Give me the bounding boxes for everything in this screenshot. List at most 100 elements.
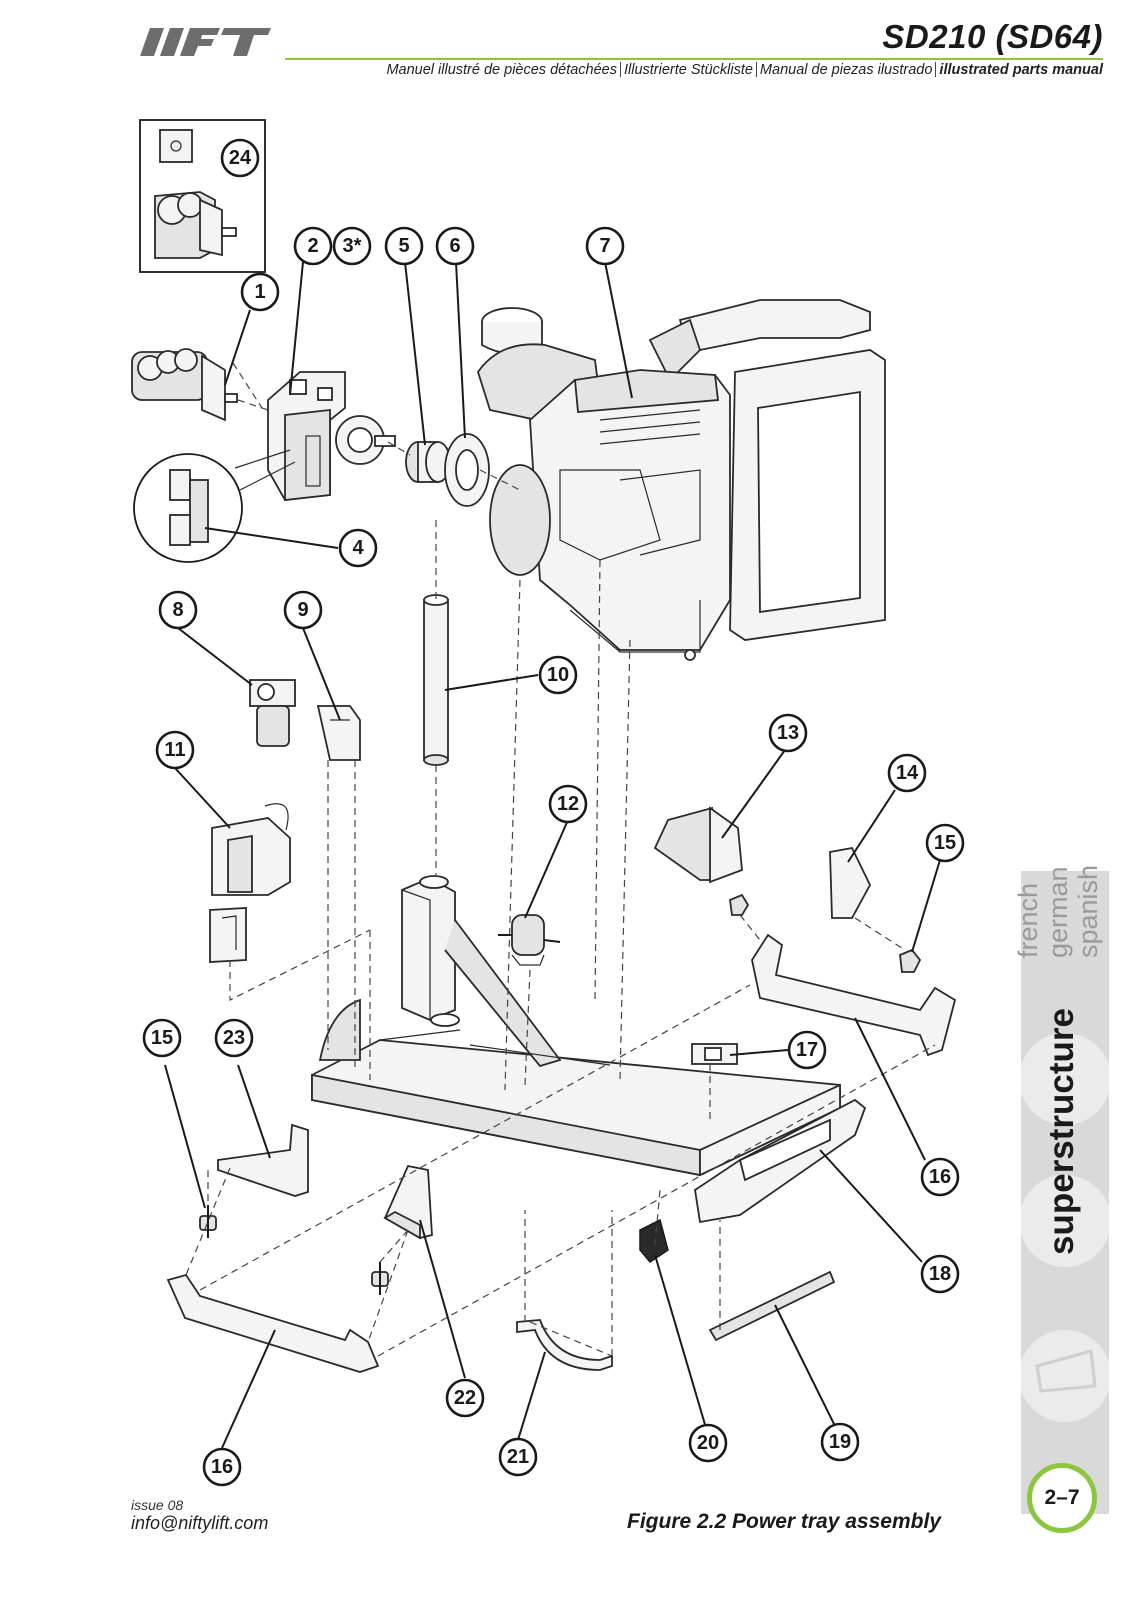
callout-13: 13 [768, 713, 808, 753]
callout-2: 2 [293, 226, 333, 266]
svg-text:23: 23 [223, 1027, 245, 1049]
callout-18: 18 [920, 1254, 960, 1294]
callout-11: 11 [155, 730, 195, 770]
svg-text:13: 13 [777, 722, 799, 744]
part-22-bracket [383, 1164, 433, 1240]
callout-10: 10 [538, 655, 578, 695]
language-labels: french german spanish [1013, 864, 1104, 958]
part-15-isolator-left [199, 1205, 217, 1238]
contact-email: info@niftylift.com [131, 1513, 269, 1533]
part-6-flange [444, 433, 490, 507]
subtitle-spanish: Manual de piezas ilustrado [759, 62, 933, 78]
part-15-isolator-mid [371, 1262, 389, 1295]
callout-19: 19 [820, 1422, 860, 1462]
part-24-pump-small [154, 129, 237, 259]
svg-text:15: 15 [151, 1027, 173, 1049]
callout-5: 5 [384, 226, 424, 266]
nifty-lift-logo [140, 28, 271, 56]
callout-6: 6 [435, 226, 475, 266]
svg-text:8: 8 [172, 599, 183, 621]
alignment-lines [185, 362, 936, 1357]
callout-16-right: 16 [920, 1157, 960, 1197]
callout-16-left: 16 [202, 1447, 242, 1487]
header-rule [285, 58, 1103, 60]
svg-text:4: 4 [352, 537, 364, 559]
part-7-engine [477, 299, 886, 661]
callout-15-left: 15 [142, 1018, 182, 1058]
page-number-badge: 2–7 [1027, 1463, 1097, 1533]
part-2-pump-block [267, 371, 396, 502]
svg-text:22: 22 [454, 1387, 476, 1409]
part-10-tube [423, 594, 449, 766]
issue-label: issue 08 [131, 1497, 184, 1513]
svg-text:10: 10 [547, 664, 569, 686]
svg-text:1: 1 [254, 281, 265, 303]
lang-french: french [1013, 882, 1043, 958]
callout-12: 12 [548, 784, 588, 824]
section-side-tab [1021, 871, 1109, 1514]
section-icons [1021, 1033, 1109, 1422]
callout-8: 8 [158, 590, 198, 630]
svg-text:21: 21 [507, 1446, 529, 1468]
svg-text:11: 11 [164, 739, 185, 761]
part-8-filter [249, 679, 296, 747]
callout-24: 24 [220, 138, 260, 178]
svg-text:24: 24 [229, 147, 252, 169]
part-1-hydraulic-pump [131, 348, 238, 422]
model-title: SD210 (SD64) [882, 18, 1103, 55]
page-header: SD210 (SD64) Manuel illustré de pièces d… [0, 0, 1131, 90]
part-11-enclosure [209, 803, 291, 963]
svg-text:19: 19 [829, 1431, 851, 1453]
callout-21: 21 [498, 1437, 538, 1477]
part-16-bar-left [166, 1273, 380, 1373]
callout-7: 7 [585, 226, 625, 266]
svg-text:6: 6 [449, 235, 460, 257]
subtitle-french: Manuel illustré de pièces détachées [386, 62, 617, 78]
callout-15-right: 15 [925, 823, 965, 863]
callout-3-star: 3* [332, 226, 372, 266]
part-13-bracket [653, 806, 743, 884]
main-frame [311, 875, 841, 1177]
svg-text:12: 12 [557, 793, 579, 815]
part-9-bracket [316, 705, 361, 761]
part-14-bracket [829, 846, 872, 919]
part-18-plate [694, 1098, 867, 1224]
part-5-coupling [405, 441, 451, 483]
part-15-nut-top [729, 893, 750, 916]
manual-subtitle: Manuel illustré de pièces détachées Illus… [386, 62, 1103, 78]
part-15-nut-right [899, 948, 922, 973]
svg-text:15: 15 [934, 832, 956, 854]
svg-text:3*: 3* [343, 235, 362, 257]
svg-text:16: 16 [929, 1166, 951, 1188]
part-19-strip [708, 1270, 836, 1342]
svg-text:2: 2 [307, 235, 318, 257]
svg-text:17: 17 [796, 1039, 818, 1061]
subtitle-german: Illustrierte Stückliste [623, 62, 753, 78]
callout-4: 4 [338, 528, 378, 568]
part-12-sensor [498, 914, 561, 966]
svg-text:18: 18 [929, 1263, 951, 1285]
callout-9: 9 [283, 590, 323, 630]
callout-17: 17 [787, 1030, 827, 1070]
callout-22: 22 [445, 1378, 485, 1418]
lang-spanish: spanish [1073, 864, 1103, 958]
leader-lines [164, 261, 941, 1449]
part-20-mount [639, 1218, 669, 1263]
figure-caption: Figure 2.2 Power tray assembly [627, 1510, 941, 1533]
callout-23: 23 [214, 1018, 254, 1058]
lang-german: german [1043, 866, 1073, 958]
inset-box-24 [139, 119, 266, 273]
page-number: 2–7 [1044, 1486, 1080, 1509]
callout-14: 14 [887, 753, 927, 793]
part-23-bracket [217, 1123, 309, 1197]
section-title: superstructure [1042, 1007, 1081, 1255]
part-21-strap [516, 1319, 613, 1371]
callout-20: 20 [688, 1423, 728, 1463]
svg-text:7: 7 [599, 235, 610, 257]
subtitle-english: illustrated parts manual [939, 62, 1103, 78]
svg-text:14: 14 [896, 762, 919, 784]
part-16-bar-right [751, 933, 957, 1057]
callout-1: 1 [240, 272, 280, 312]
svg-text:9: 9 [297, 599, 308, 621]
